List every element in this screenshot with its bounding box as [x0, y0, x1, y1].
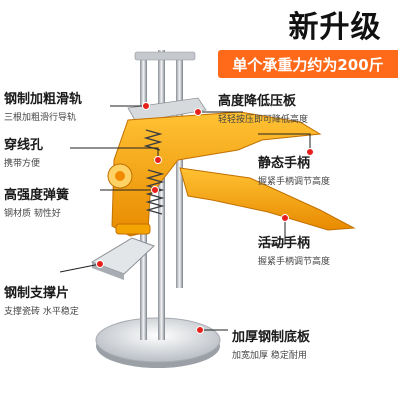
label-steel-rails: 钢制加粗滑轨 三根加粗滑行导轨: [4, 92, 83, 123]
page-title: 新升级: [288, 10, 382, 45]
orange-tool-body: [107, 111, 356, 237]
load-capacity-banner: 单个承重力约为200斤: [218, 50, 398, 78]
label-base-plate: 加厚钢制底板 加宽加厚 稳定耐用: [232, 330, 311, 361]
label-pressure-plate: 高度降低压板 轻轻按压即可降低高度: [218, 94, 309, 125]
label-threading-hole: 穿线孔 携带方便: [4, 138, 44, 169]
callout-lines: [59, 105, 311, 331]
pressure-plate: [127, 97, 207, 123]
label-static-handle: 静态手柄 握紧手柄调节高度: [258, 156, 331, 187]
label-spring: 高强度弹簧 钢材质 韧性好: [4, 188, 70, 219]
label-support-plate: 钢制支撑片 支撑瓷砖 水平稳定: [4, 286, 79, 317]
callout-dots: [96, 102, 314, 334]
label-movable-handle: 活动手柄 握紧手柄调节高度: [258, 236, 331, 267]
